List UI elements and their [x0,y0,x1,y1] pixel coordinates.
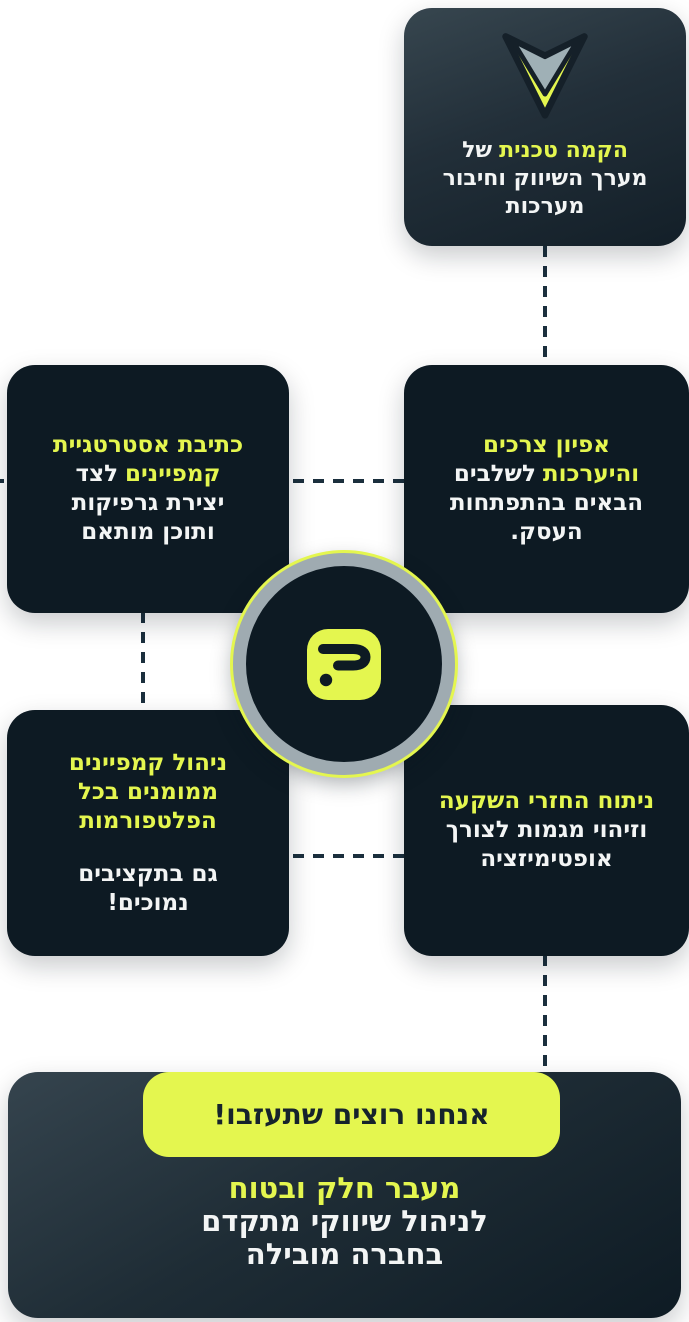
card-line: והיערכות לשלבים [450,460,643,489]
highlight-text: ניתוח החזרי השקעה [438,788,655,814]
chevron-down-icon [497,25,593,121]
card-line: מערך השיווק וחיבור [442,166,648,191]
card-line: העסק. [510,519,583,545]
card-line: הבאים בהתפתחות [449,490,644,516]
connector-strategy-to-campaigns [141,612,145,712]
card-line: גם בתקציבים [78,860,218,887]
card-text: הקמה טכנית של מערך השיווק וחיבור מערכות [443,137,648,221]
highlight-text: והיערכות [542,461,640,487]
card-line: מערכות [505,194,585,219]
plain-text: לצד [75,461,118,487]
card-roi-analysis: ניתוח החזרי השקעה וזיהוי מגמות לצורך אופ… [404,705,689,956]
card-line: בחברה מובילה [245,1237,444,1271]
card-line: יצירת גרפיקות [71,490,225,516]
highlight-text: מעבר חלק ובטוח [228,1171,461,1205]
connector-top-to-needs [543,246,547,366]
plain-text: של [462,138,493,163]
highlight-text: הקמה טכנית [499,138,628,163]
card-line: וזיהוי מגמות לצורך [445,817,648,843]
card-strategy-writing: כתיבת אסטרטגיית קמפיינים לצד יצירת גרפיק… [7,365,289,613]
cta-ribbon: אנחנו רוצים שתעזבו! [143,1072,560,1157]
card-line: אופטימיזציה [480,846,613,872]
brand-logo-icon [307,628,381,700]
card-line: קמפיינים לצד [53,460,243,489]
card-technical-setup: הקמה טכנית של מערך השיווק וחיבור מערכות [404,8,686,246]
cta-heading: מעבר חלק ובטוח לניהול שיווקי מתקדם בחברה… [201,1172,488,1271]
brand-hub [233,553,455,775]
connector-campaigns-to-roi [287,854,404,858]
highlight-text: אפיון צרכים [482,432,611,458]
card-campaign-management: ניהול קמפיינים ממומנים בכל הפלטפורמות גם… [7,710,289,956]
highlight-text: ממומנים בכל [77,778,218,805]
cta-ribbon-label: אנחנו רוצים שתעזבו! [213,1098,490,1131]
card-needs-assessment: אפיון צרכים והיערכות לשלבים הבאים בהתפתח… [404,365,689,613]
highlight-text: כתיבת אסטרטגיית [52,432,244,458]
highlight-text: קמפיינים [125,461,221,487]
highlight-text: הפלטפורמות [79,807,217,834]
highlight-text: ניהול קמפיינים [68,749,228,776]
connector-roi-to-cta [543,955,547,1073]
card-line: ותוכן מותאם [81,519,215,545]
card-line: הקמה טכנית של [443,137,648,165]
plain-text: לשלבים [453,461,536,487]
card-line: נמוכים! [107,889,189,916]
card-line: לניהול שיווקי מתקדם [201,1204,488,1238]
card-cta: אנחנו רוצים שתעזבו! מעבר חלק ובטוח לניהו… [8,1072,681,1318]
line-spacer [69,836,227,860]
